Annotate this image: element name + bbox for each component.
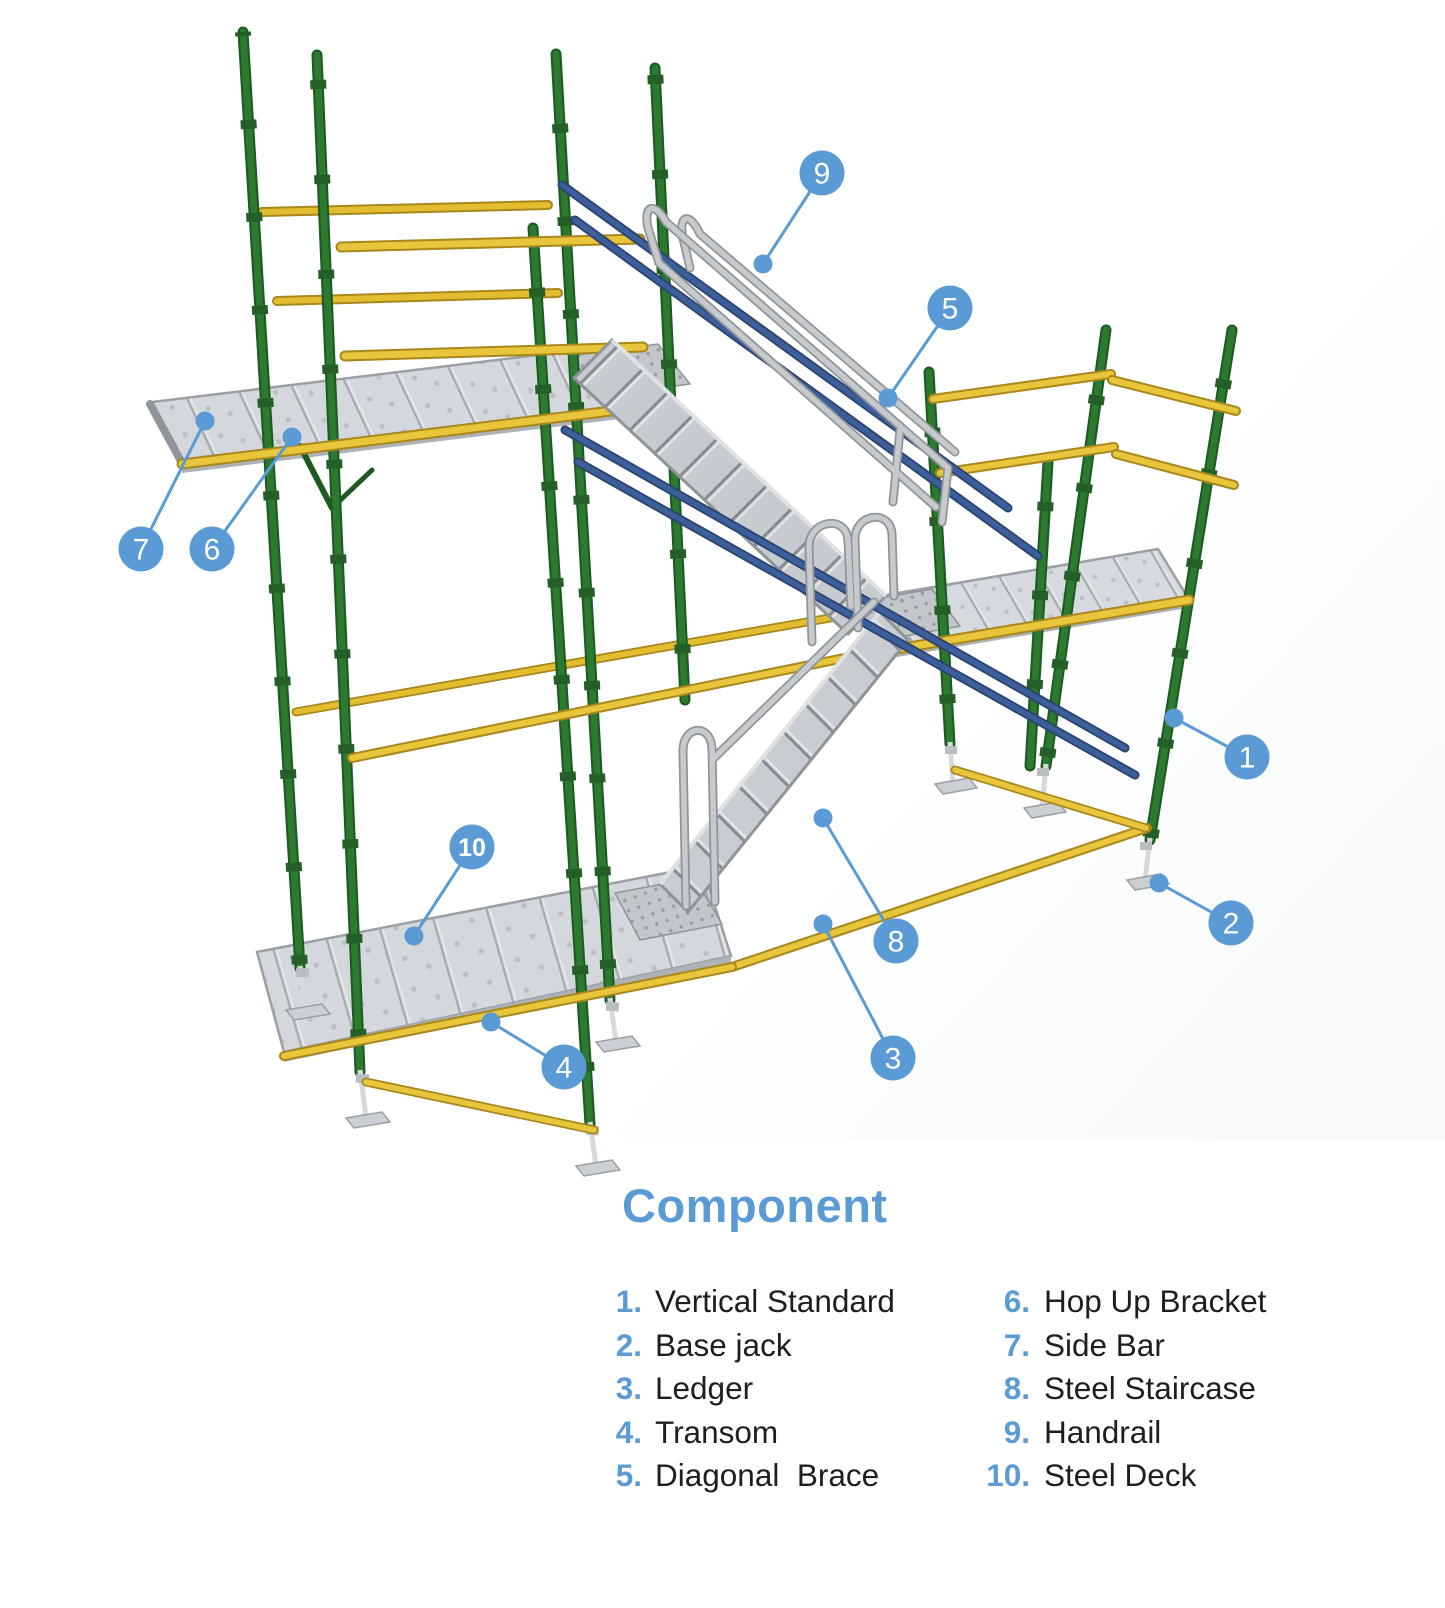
handrail-upper [642,204,960,527]
legend-item-number: 2. [615,1326,642,1363]
handrail-mid-landing [804,512,899,647]
legend-title: Component [622,1179,888,1232]
side-bar [146,400,186,467]
legend-item-2: 2. Base jack [600,1327,972,1371]
legend-item-6: 6. Hop Up Bracket [972,1283,1372,1327]
handrail-lower [678,597,879,911]
callout-10: 10 [404,824,495,946]
base-jack [344,1069,392,1129]
legend-item-number: 3. [615,1370,642,1406]
callout-line-8 [821,817,898,942]
callout-dot-7 [195,411,215,431]
callout-5: 5 [878,285,973,408]
ledger-rails-front [176,233,1241,1135]
callout-badge-1 [1224,734,1270,780]
legend-column-left: 1. Vertical Standard 2. Base jack 3. Ledger 4.… [600,1283,972,1501]
legend-item-label: Hop Up Bracket [1044,1283,1267,1319]
callout-number-2: 2 [1223,908,1240,941]
legend-column-right: 6. Hop Up Bracket 7. Side Bar 8. Steel Stairc… [972,1283,1372,1501]
legend-item-8: 8. Steel Staircase [972,1370,1372,1414]
legend-item-number: 6. [1003,1283,1030,1319]
standard-pole [548,48,618,1006]
callout-4: 4 [481,1012,587,1090]
callout-dot-4 [481,1012,501,1032]
callout-dot-10 [404,926,424,946]
legend-item-1: 1. Vertical Standard [600,1283,972,1327]
callout-number-10: 10 [458,834,486,862]
callout-badge-3 [870,1035,916,1081]
standard-pole-labeled-1 [1142,324,1240,846]
callout-line-7 [139,420,207,550]
callout-badge-4 [541,1044,587,1090]
handrails [642,204,960,911]
base-jack [933,741,979,795]
callout-dot-9 [753,254,773,274]
legend-item-number: 10. [986,1457,1030,1493]
callout-number-6: 6 [204,534,221,567]
callout-badge-6 [189,526,235,572]
legend-item-label: Handrail [1044,1413,1162,1450]
standard-pole [235,26,308,974]
callout-6: 6 [189,427,302,572]
legend-item-5: 5. Diagonal Brace [600,1457,972,1501]
callout-layer: 1 2 3 4 5 6 7 8 9 10 [118,150,1270,1090]
callout-badge-9 [799,150,845,196]
callout-number-8: 8 [888,926,905,959]
callout-1: 1 [1164,708,1270,780]
callout-badge-7 [118,526,164,572]
legend-item-label: Ledger [655,1370,754,1406]
callout-dot-6 [282,427,302,447]
callout-line-6 [210,436,294,550]
callout-3: 3 [813,914,916,1081]
legend-item-7: 7. Side Bar [972,1327,1372,1371]
legend-background [0,1140,1445,1608]
legend-item-9: 9. Handrail [972,1414,1372,1458]
legend-item-number: 7. [1003,1326,1030,1363]
component-legend: Component 1. Vertical Standard 2. Base jack… [600,1178,1400,1501]
vertical-standards [235,26,1240,1130]
callout-badge-10 [449,824,495,870]
legend-item-4: 4. Transom [600,1414,972,1458]
standard-pole [1038,324,1114,772]
standard-pole [309,49,368,1078]
legend-item-label: Diagonal Brace [655,1457,880,1493]
standard-pole [647,62,693,706]
callout-8: 8 [813,808,919,964]
callout-number-5: 5 [942,293,959,326]
legend-item-label: Steel Deck [1044,1457,1197,1493]
legend-item-number: 1. [615,1283,642,1319]
callout-dot-2 [1149,873,1169,893]
base-jack [594,997,642,1053]
callout-2: 2 [1149,873,1254,946]
legend-item-number: 8. [1003,1370,1030,1406]
legend-item-label: Steel Staircase [1044,1370,1256,1406]
legend-item-10: 10. Steel Deck [972,1457,1372,1501]
callout-7: 7 [118,411,215,572]
legend-item-number: 5. [615,1457,642,1493]
legend-item-number: 9. [1003,1413,1030,1450]
base-jack [284,965,332,1021]
callout-dot-3 [813,914,833,934]
legend-item-label: Vertical Standard [655,1283,895,1319]
callout-badge-2 [1208,900,1254,946]
callout-number-7: 7 [133,534,150,567]
legend-item-label: Base jack [655,1326,792,1363]
legend-item-3: 3. Ledger [600,1370,972,1414]
callout-number-3: 3 [885,1043,902,1076]
callout-badge-8 [873,918,919,964]
callout-badge-5 [927,285,973,331]
legend-item-number: 4. [615,1413,642,1450]
callout-number-4: 4 [556,1052,573,1085]
callout-dot-1 [1164,708,1184,728]
standard-pole [525,222,598,1130]
legend-item-label: Side Bar [1044,1326,1165,1363]
callout-dot-5 [878,388,898,408]
callout-9: 9 [753,150,845,274]
callout-dot-8 [813,808,833,828]
legend-item-label: Transom [655,1413,779,1450]
callout-line-3 [821,923,895,1059]
callout-number-9: 9 [814,158,831,191]
callout-number-1: 1 [1239,742,1256,775]
